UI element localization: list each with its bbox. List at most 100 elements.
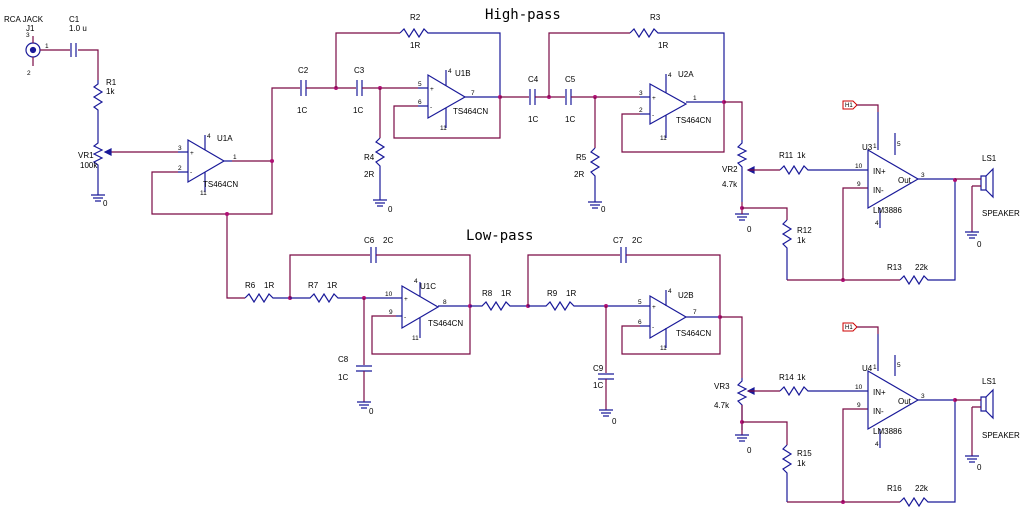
u2b-part: TS464CN: [676, 329, 711, 338]
r1-val: 1k: [106, 87, 115, 96]
u3-ref: U3: [862, 143, 873, 152]
svg-text:-: -: [430, 104, 432, 111]
u4-pin: 3: [921, 393, 925, 400]
svg-text:+: +: [652, 95, 656, 102]
r9-val: 1R: [566, 289, 576, 298]
r11-val: 1k: [797, 151, 806, 160]
r4-resistor: [374, 137, 386, 200]
c3-ref: C3: [354, 66, 365, 75]
c8-capacitor: [356, 365, 372, 372]
u1b-pin: 6: [418, 99, 422, 106]
wire-c1: [50, 49, 99, 80]
u3-part: LM3886: [873, 206, 902, 215]
ground-label: 0: [977, 240, 982, 249]
r9-resistor: [528, 300, 640, 312]
u4-ref: U4: [862, 364, 873, 373]
u3-flag-label: H1: [845, 103, 853, 109]
r13-val: 22k: [915, 263, 929, 272]
u2a-ref: U2A: [678, 70, 694, 79]
ground-label: 0: [747, 225, 752, 234]
c1-capacitor: [70, 43, 77, 57]
u3-pin: 9: [857, 181, 861, 188]
r5-ref: R5: [576, 153, 587, 162]
u1a-pin: 2: [178, 165, 182, 172]
ls1-label: SPEAKER: [982, 209, 1020, 218]
svg-text:+: +: [404, 296, 408, 303]
wire-u1a-feedback: [151, 160, 273, 215]
u1b-opamp: +-: [418, 70, 500, 128]
c7-val: 2C: [632, 236, 642, 245]
c2-capacitor: [300, 80, 307, 96]
u1b-pin: 4: [448, 68, 452, 75]
vr2-val: 4.7k: [722, 180, 738, 189]
speaker-icon: [980, 167, 994, 199]
ls1-label: SPEAKER: [982, 431, 1020, 440]
r3-resistor: [629, 27, 725, 102]
r2-ref: R2: [410, 13, 421, 22]
u3-pin: 3: [921, 172, 925, 179]
u2b-pin: 5: [638, 299, 642, 306]
u1c-pin: 4: [414, 278, 418, 285]
ground-label: 0: [369, 407, 374, 416]
u2a-part: TS464CN: [676, 116, 711, 125]
svg-text:-: -: [190, 169, 192, 176]
u4-power-amp: [867, 334, 955, 448]
c4-capacitor: [529, 89, 536, 105]
u1b-pin: 11: [440, 125, 447, 132]
ls1-ref: LS1: [982, 154, 997, 163]
u4-part: LM3886: [873, 427, 902, 436]
u1a-part: TS464CN: [203, 180, 238, 189]
u1c-pin: 11: [412, 335, 419, 342]
u1a-pin: 3: [178, 145, 182, 152]
u2b-pin: 11: [660, 345, 667, 352]
u2a-pin: 4: [668, 72, 672, 79]
r11-resistor: [779, 164, 868, 176]
vr3-potentiometer: [736, 378, 748, 430]
r9-ref: R9: [547, 289, 558, 298]
u4-label: IN+: [873, 388, 886, 397]
c9-ref: C9: [593, 364, 604, 373]
r3-val: 1R: [658, 41, 668, 50]
u1a-pin: 11: [200, 190, 207, 197]
u1b-pin: 5: [418, 81, 422, 88]
ground-label: 0: [388, 205, 393, 214]
vr1-val: 100k: [80, 161, 98, 170]
jack-pin3: 3: [26, 32, 30, 39]
r8-ref: R8: [482, 289, 493, 298]
rca-jack: [25, 36, 50, 66]
c8-val: 1C: [338, 373, 348, 382]
u3-label: Out: [898, 176, 912, 185]
ground-label: 0: [977, 463, 982, 472]
c5-ref: C5: [565, 75, 576, 84]
r16-val: 22k: [915, 484, 929, 493]
c1-val: 1.0 u: [69, 24, 87, 33]
r12-resistor: [781, 219, 793, 280]
vr2-ref: VR2: [722, 165, 738, 174]
r6-val: 1R: [264, 281, 274, 290]
c7-ref: C7: [613, 236, 624, 245]
r15-ref: R15: [797, 449, 812, 458]
r14-val: 1k: [797, 373, 806, 382]
u1c-pin: 9: [389, 309, 393, 316]
c5-capacitor: [565, 89, 572, 105]
c5-val: 1C: [565, 115, 575, 124]
c3-val: 1C: [353, 106, 363, 115]
r1-resistor: [92, 80, 104, 140]
u1b-part: TS464CN: [453, 107, 488, 116]
jack-ref: J1: [26, 24, 35, 33]
vr3-ref: VR3: [714, 382, 730, 391]
u3-label: IN+: [873, 167, 886, 176]
jack-label: RCA JACK: [4, 15, 44, 24]
r15-val: 1k: [797, 459, 806, 468]
c8-ref: C8: [338, 355, 349, 364]
svg-text:+: +: [190, 150, 194, 157]
svg-text:-: -: [652, 324, 654, 331]
wire-to-c2: [271, 87, 300, 161]
r7-resistor: [290, 292, 396, 304]
u1c-pin: 8: [443, 299, 447, 306]
u4-label: Out: [898, 397, 912, 406]
r6-resistor: [244, 292, 290, 304]
svg-text:+: +: [652, 304, 656, 311]
jack-pin2: 2: [27, 70, 31, 77]
ground-symbol: [91, 192, 105, 202]
